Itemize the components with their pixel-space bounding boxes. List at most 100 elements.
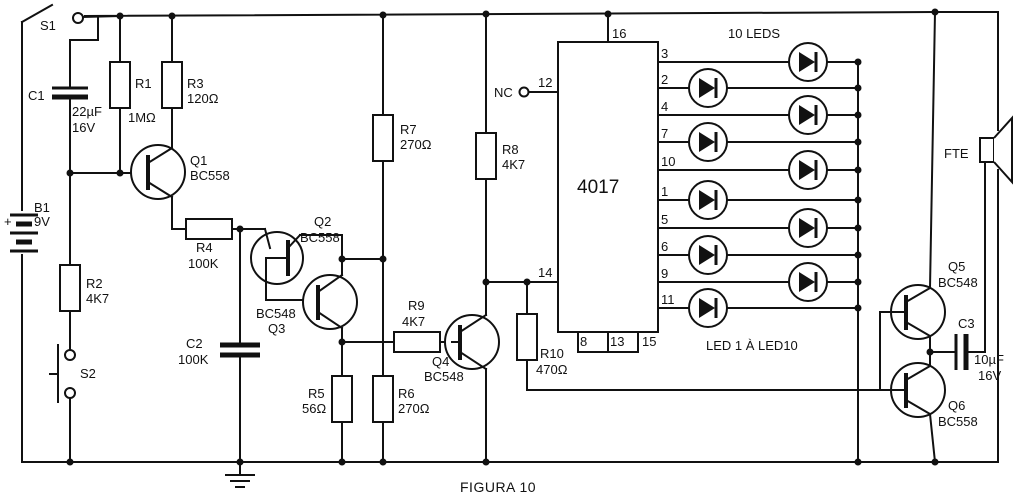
ic-output-pin: 4	[661, 99, 668, 114]
transistor-q3: BC548 Q3	[256, 258, 384, 377]
r7-value: 270Ω	[400, 137, 432, 152]
q5-type: BC548	[938, 275, 978, 290]
battery-value: 9V	[34, 214, 50, 229]
q3-name: Q3	[268, 321, 285, 336]
leds-title: 10 LEDS	[728, 26, 780, 41]
ic-output-pin: 1	[661, 184, 668, 199]
r1-name: R1	[135, 76, 152, 91]
resistor-r1: R1 1MΩ	[109, 15, 156, 174]
transistor-q1: Q1 BC558	[69, 144, 230, 230]
battery-b1: + B1 9V	[4, 200, 50, 463]
resistor-r9: R9 4K7	[341, 298, 453, 353]
ic-output-pin: 7	[661, 126, 668, 141]
figure-caption: FIGURA 10	[460, 479, 536, 495]
transistor-q5: Q5 BC548	[879, 10, 978, 391]
speaker-label: FTE	[944, 146, 969, 161]
c3-voltage: 16V	[978, 368, 1001, 383]
q3-type: BC548	[256, 306, 296, 321]
top-rail	[83, 10, 999, 131]
q1-type: BC558	[190, 168, 230, 183]
r1-value: 1MΩ	[128, 110, 156, 125]
r2-name: R2	[86, 276, 103, 291]
r9-value: 4K7	[402, 314, 425, 329]
resistor-r2: R2 4K7	[59, 264, 109, 351]
battery-plus: +	[4, 214, 12, 229]
q5-name: Q5	[948, 259, 965, 274]
resistor-r5: R5 56Ω	[302, 375, 353, 463]
led-diode-icon	[788, 42, 828, 82]
capacitor-c3: C3 10µF 16V	[929, 149, 1004, 383]
led-diode-icon	[688, 180, 728, 220]
ic-output-pin: 3	[661, 46, 668, 61]
s2-label: S2	[80, 366, 96, 381]
led-row: 2	[657, 68, 862, 108]
transistor-q2: Q2 BC558	[250, 214, 343, 301]
led-diode-icon	[688, 68, 728, 108]
led-row: 4	[657, 95, 862, 135]
ic-pin-bottom-2: 13	[610, 334, 624, 349]
r10-name: R10	[540, 346, 564, 361]
ic-name: 4017	[577, 177, 619, 198]
resistor-r3: R3 120Ω	[161, 15, 219, 149]
r8-value: 4K7	[502, 157, 525, 172]
led-row: 7	[657, 122, 862, 162]
r6-value: 270Ω	[398, 401, 430, 416]
ic-output-pin: 2	[661, 72, 668, 87]
transistor-q6: Q6 BC558	[879, 351, 978, 464]
c2-name: C2	[186, 336, 203, 351]
ic-pin-12: 12	[538, 75, 552, 90]
ic-output-pin: 9	[661, 266, 668, 281]
capacitor-c1: C1 22µF 16V	[28, 17, 102, 266]
ic-nc-label: NC	[494, 85, 513, 100]
resistor-r8: R8 4K7	[475, 13, 559, 283]
ic-output-pin: 5	[661, 212, 668, 227]
resistor-r10: R10 470Ω	[516, 281, 906, 391]
transistor-q4: Q4 BC548	[424, 281, 500, 463]
q1-name: Q1	[190, 153, 207, 168]
q6-type: BC558	[938, 414, 978, 429]
leds-range: LED 1 À LED10	[706, 338, 798, 353]
ic-4017: 16 4017 NC 12 14 8 13 15	[494, 13, 659, 353]
q4-name: Q4	[432, 354, 449, 369]
c1-voltage: 16V	[72, 120, 95, 135]
led-diode-icon	[788, 262, 828, 302]
led-diode-icon	[688, 235, 728, 275]
c2-value: 100K	[178, 352, 209, 367]
r6-name: R6	[398, 386, 415, 401]
resistor-r7: R7 270Ω	[372, 14, 432, 377]
r3-value: 120Ω	[187, 91, 219, 106]
battery-name: B1	[34, 200, 50, 215]
c3-name: C3	[958, 316, 975, 331]
switch-s2: S2	[49, 344, 96, 463]
led-diode-icon	[688, 122, 728, 162]
resistor-r4: R4 100K	[185, 218, 266, 271]
ic-output-pin: 11	[661, 292, 675, 307]
ic-pin-14: 14	[538, 265, 552, 280]
speaker-icon: FTE	[944, 115, 1013, 185]
bottom-rail	[21, 169, 999, 463]
switch-s1: S1	[20, 3, 122, 211]
led-row: 10	[657, 150, 862, 190]
led-row: 1	[657, 180, 862, 220]
ic-output-pin: 10	[661, 154, 675, 169]
r10-value: 470Ω	[536, 362, 568, 377]
led-row: 9	[657, 262, 862, 302]
led-diode-icon	[788, 150, 828, 190]
ic-pin-16: 16	[612, 26, 626, 41]
capacitor-c2: C2 100K	[178, 228, 260, 488]
r3-name: R3	[187, 76, 204, 91]
q2-type: BC558	[300, 230, 340, 245]
ic-pin-bottom-1: 8	[580, 334, 587, 349]
led-diode-icon	[688, 288, 728, 328]
c1-name: C1	[28, 88, 45, 103]
r9-name: R9	[408, 298, 425, 313]
led-row: 3	[657, 42, 862, 82]
r2-value: 4K7	[86, 291, 109, 306]
r4-name: R4	[196, 240, 213, 255]
led-diode-icon	[788, 95, 828, 135]
c1-value: 22µF	[72, 104, 102, 119]
s1-label: S1	[40, 18, 56, 33]
led-row: 5	[657, 208, 862, 248]
led-diode-icon	[788, 208, 828, 248]
